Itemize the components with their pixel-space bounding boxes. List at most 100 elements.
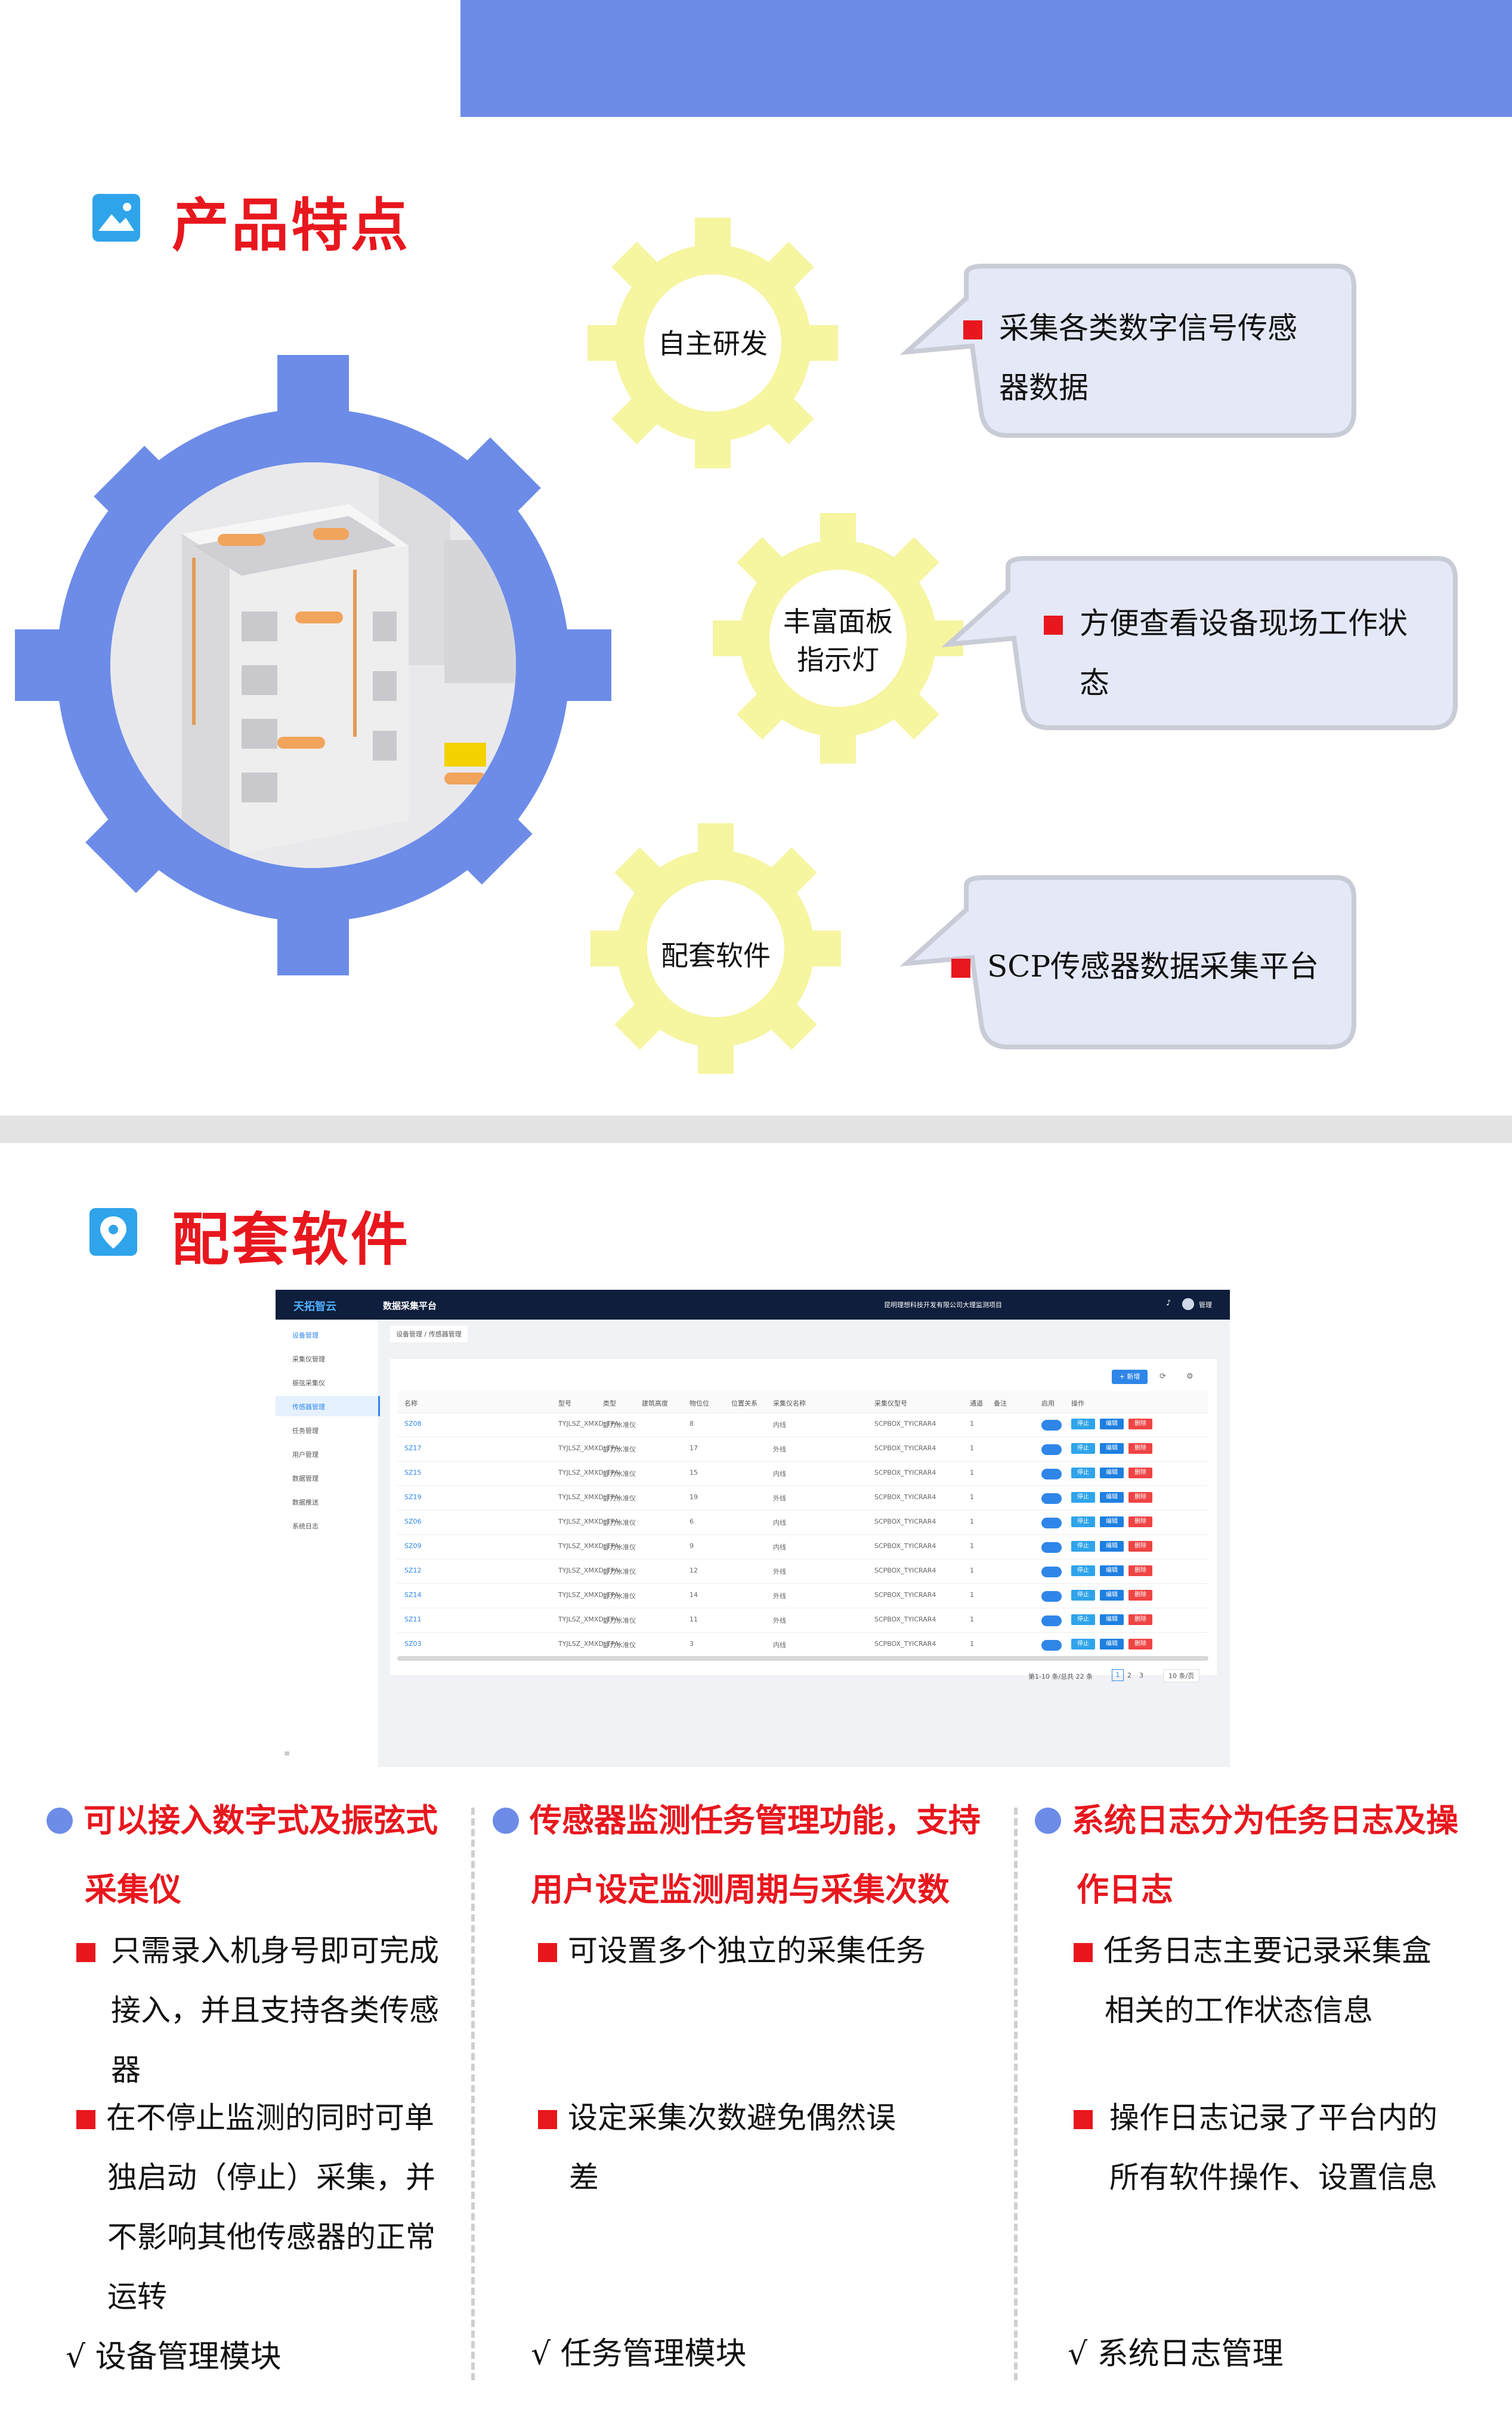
sidebar-item[interactable]: 数据管理: [292, 1475, 319, 1482]
column-divider: [1014, 1808, 1018, 2380]
table-cell-dev: SCPBOX_TYICRAR4: [874, 1567, 936, 1574]
table-cell-ch: 1: [970, 1615, 974, 1623]
delete-button[interactable]: 删除: [1128, 1565, 1152, 1576]
stop-button[interactable]: 停止: [1071, 1565, 1095, 1576]
sidebar-item[interactable]: 系统日志: [292, 1522, 319, 1530]
enable-toggle[interactable]: [1041, 1567, 1062, 1577]
delete-button[interactable]: 删除: [1128, 1419, 1152, 1429]
enable-toggle[interactable]: [1041, 1591, 1062, 1602]
delete-button[interactable]: 删除: [1128, 1492, 1152, 1503]
table-cell-model: TYJLSZ_XMXD_TPA: [558, 1469, 619, 1476]
delete-button[interactable]: 删除: [1128, 1443, 1152, 1454]
table-cell-ch: 1: [970, 1542, 974, 1550]
delete-button[interactable]: 删除: [1128, 1639, 1152, 1650]
edit-button[interactable]: 编辑: [1100, 1419, 1124, 1429]
edit-button[interactable]: 编辑: [1100, 1541, 1124, 1552]
table-cell-ch: 1: [970, 1567, 974, 1574]
edit-button[interactable]: 编辑: [1100, 1614, 1124, 1625]
add-button[interactable]: + 新增: [1112, 1370, 1148, 1384]
pagination-page[interactable]: 1: [1112, 1669, 1124, 1681]
sidebar-item[interactable]: 振弦采集仪: [292, 1379, 325, 1387]
table-cell-model: TYJLSZ_XMXD_TPA: [558, 1591, 619, 1599]
user-name[interactable]: 管理: [1199, 1301, 1212, 1309]
table-cell-name[interactable]: SZ09: [404, 1542, 422, 1550]
table-cell-name[interactable]: SZ11: [404, 1615, 422, 1623]
table-cell-name[interactable]: SZ15: [404, 1469, 422, 1476]
table-cell-type: 静力水准仪: [603, 1568, 636, 1576]
delete-button[interactable]: 删除: [1128, 1541, 1152, 1552]
table-cell-name[interactable]: SZ06: [404, 1518, 422, 1525]
bell-icon[interactable]: ♪: [1166, 1299, 1171, 1308]
module-label-2: √ 任务管理模块: [531, 2336, 747, 2372]
edit-button[interactable]: 编辑: [1100, 1639, 1124, 1650]
table-cell-dev: SCPBOX_TYICRAR4: [874, 1493, 936, 1501]
speech-bubble: [899, 264, 1356, 438]
enable-toggle[interactable]: [1041, 1640, 1062, 1651]
stop-button[interactable]: 停止: [1071, 1639, 1095, 1650]
sidebar-item-active[interactable]: 传感器管理: [276, 1396, 380, 1416]
collapse-icon[interactable]: ≡: [284, 1749, 290, 1757]
table-cell-pos: 6: [689, 1518, 694, 1525]
sidebar-item[interactable]: 用户管理: [292, 1451, 319, 1459]
enable-toggle[interactable]: [1041, 1615, 1062, 1626]
table-cell-name[interactable]: SZ19: [404, 1493, 422, 1501]
delete-button[interactable]: 删除: [1128, 1614, 1152, 1625]
delete-button[interactable]: 删除: [1128, 1516, 1152, 1527]
sidebar-item[interactable]: 数据推送: [292, 1499, 319, 1506]
enable-toggle[interactable]: [1041, 1469, 1062, 1479]
sidebar-item[interactable]: 采集仪管理: [292, 1355, 325, 1363]
settings-icon[interactable]: ⚙: [1186, 1372, 1193, 1381]
refresh-icon[interactable]: ⟳: [1159, 1372, 1166, 1381]
image-icon: [92, 194, 140, 242]
pagination-page[interactable]: 3: [1139, 1672, 1143, 1679]
stop-button[interactable]: 停止: [1071, 1516, 1095, 1527]
table-cell-name[interactable]: SZ17: [404, 1444, 422, 1452]
edit-button[interactable]: 编辑: [1100, 1492, 1124, 1503]
table-cell-name[interactable]: SZ08: [404, 1420, 422, 1428]
bubble-text-2: 方便查看设备现场工作状 态: [1044, 594, 1449, 713]
stop-button[interactable]: 停止: [1071, 1614, 1095, 1625]
table-cell-dev: SCPBOX_TYICRAR4: [874, 1469, 936, 1476]
stop-button[interactable]: 停止: [1071, 1419, 1095, 1429]
stop-button[interactable]: 停止: [1071, 1492, 1095, 1503]
delete-button[interactable]: 删除: [1128, 1590, 1152, 1601]
pagination-page[interactable]: 2: [1127, 1672, 1131, 1679]
edit-button[interactable]: 编辑: [1100, 1516, 1124, 1527]
table-cell-pos: 12: [689, 1567, 698, 1574]
stop-button[interactable]: 停止: [1071, 1541, 1095, 1552]
company-name: 昆明理想科技开发有限公司大理监测项目: [884, 1301, 1002, 1309]
stop-button[interactable]: 停止: [1071, 1443, 1095, 1454]
enable-toggle[interactable]: [1041, 1542, 1062, 1553]
edit-button[interactable]: 编辑: [1100, 1590, 1124, 1601]
enable-toggle[interactable]: [1041, 1518, 1062, 1528]
edit-button[interactable]: 编辑: [1100, 1443, 1124, 1454]
table-cell-dev: SCPBOX_TYICRAR4: [874, 1518, 936, 1525]
enable-toggle[interactable]: [1041, 1493, 1062, 1504]
page-size-select[interactable]: 10 条/页: [1163, 1669, 1200, 1682]
avatar[interactable]: [1182, 1298, 1194, 1310]
top-banner: [460, 0, 1512, 117]
table-cell-name[interactable]: SZ14: [404, 1591, 422, 1599]
horizontal-scrollbar[interactable]: [397, 1656, 1208, 1661]
sidebar-item[interactable]: 设备管理: [292, 1332, 319, 1339]
table-cell-type: 静力水准仪: [603, 1421, 636, 1429]
table-cell-dev: SCPBOX_TYICRAR4: [874, 1542, 936, 1550]
stop-button[interactable]: 停止: [1071, 1590, 1095, 1601]
delete-button[interactable]: 删除: [1128, 1468, 1152, 1478]
enable-toggle[interactable]: [1041, 1420, 1062, 1431]
table-cell-name[interactable]: SZ12: [404, 1567, 422, 1574]
bubble-text-1: 采集各类数字信号传感 器数据: [963, 298, 1345, 418]
table-cell-name[interactable]: SZ03: [404, 1640, 422, 1648]
enable-toggle[interactable]: [1041, 1444, 1062, 1455]
edit-button[interactable]: 编辑: [1100, 1468, 1124, 1478]
table-cell-model: TYJLSZ_XMXD_TPA: [558, 1444, 619, 1452]
stop-button[interactable]: 停止: [1071, 1468, 1095, 1478]
table-cell-model: TYJLSZ_XMXD_TPA: [558, 1640, 619, 1648]
edit-button[interactable]: 编辑: [1100, 1565, 1124, 1576]
table-cell-pos: 15: [689, 1469, 698, 1476]
feature-heading-1: 可以接入数字式及振弦式 采集仪: [47, 1786, 464, 1924]
sidebar-item[interactable]: 任务管理: [292, 1427, 319, 1435]
